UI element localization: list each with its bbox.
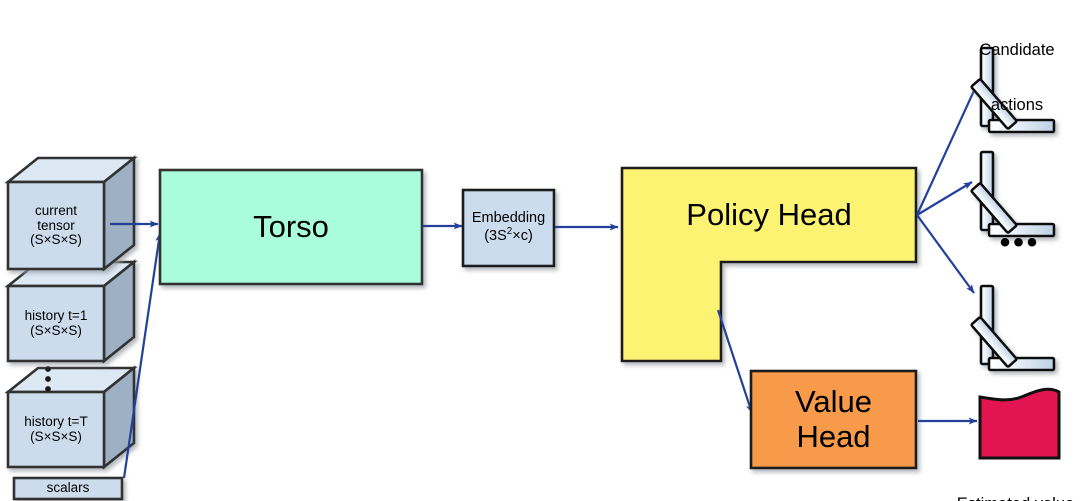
arrow-scalars-to-torso — [122, 232, 163, 479]
value-head-line-1: Value — [795, 384, 872, 420]
cube-line-1: history t=1 — [24, 308, 88, 324]
arrow-policy-to-action-1 — [916, 81, 979, 216]
cube-label-history-t1: history t=1 (S×S×S) — [6, 296, 106, 352]
value-head-box — [749, 369, 918, 470]
cube-line-2: (S×S×S) — [30, 429, 82, 444]
value-distribution-shape — [978, 387, 1061, 460]
scalars-label: scalars — [46, 480, 90, 496]
torso-box — [158, 168, 424, 286]
arrow-policy-to-value-head — [716, 309, 754, 414]
cube-current-tensor — [4, 155, 138, 272]
cube-history-t1 — [4, 259, 138, 364]
cube-line-2: tensor — [37, 217, 75, 233]
cube-line-1: history t=T — [24, 414, 88, 430]
candidate-action-icon-3 — [970, 284, 1056, 372]
cube-line-2: (S×S×S) — [30, 323, 82, 338]
embedding-line-1: Embedding — [471, 210, 546, 227]
policy-head-label: Policy Head — [686, 196, 852, 232]
cube-stack-ellipsis-icon — [45, 366, 51, 392]
value-head-line-2: Head — [796, 418, 871, 454]
embedding-line-2: (3S2×c) — [484, 226, 533, 244]
candidate-action-icon-2 — [970, 150, 1056, 238]
embedding-box — [461, 188, 556, 268]
arrow-policy-to-action-2 — [916, 181, 973, 216]
cube-line-3: (S×S×S) — [30, 232, 82, 248]
torso-label: Torso — [253, 208, 329, 244]
cube-history-tT — [4, 365, 138, 470]
policy-head-shape — [620, 166, 918, 363]
cube-label-current-tensor: current tensor (S×S×S) — [8, 190, 104, 262]
candidate-action-icon-1 — [970, 46, 1056, 134]
arrow-policy-to-action-3 — [916, 214, 975, 294]
value-head-label: Value Head — [751, 371, 916, 468]
cube-line-1: current — [34, 202, 78, 218]
cube-label-history-tT: history t=T (S×S×S) — [6, 402, 106, 458]
embedding-label: Embedding (3S2×c) — [463, 190, 554, 266]
scalars-box — [12, 476, 124, 501]
